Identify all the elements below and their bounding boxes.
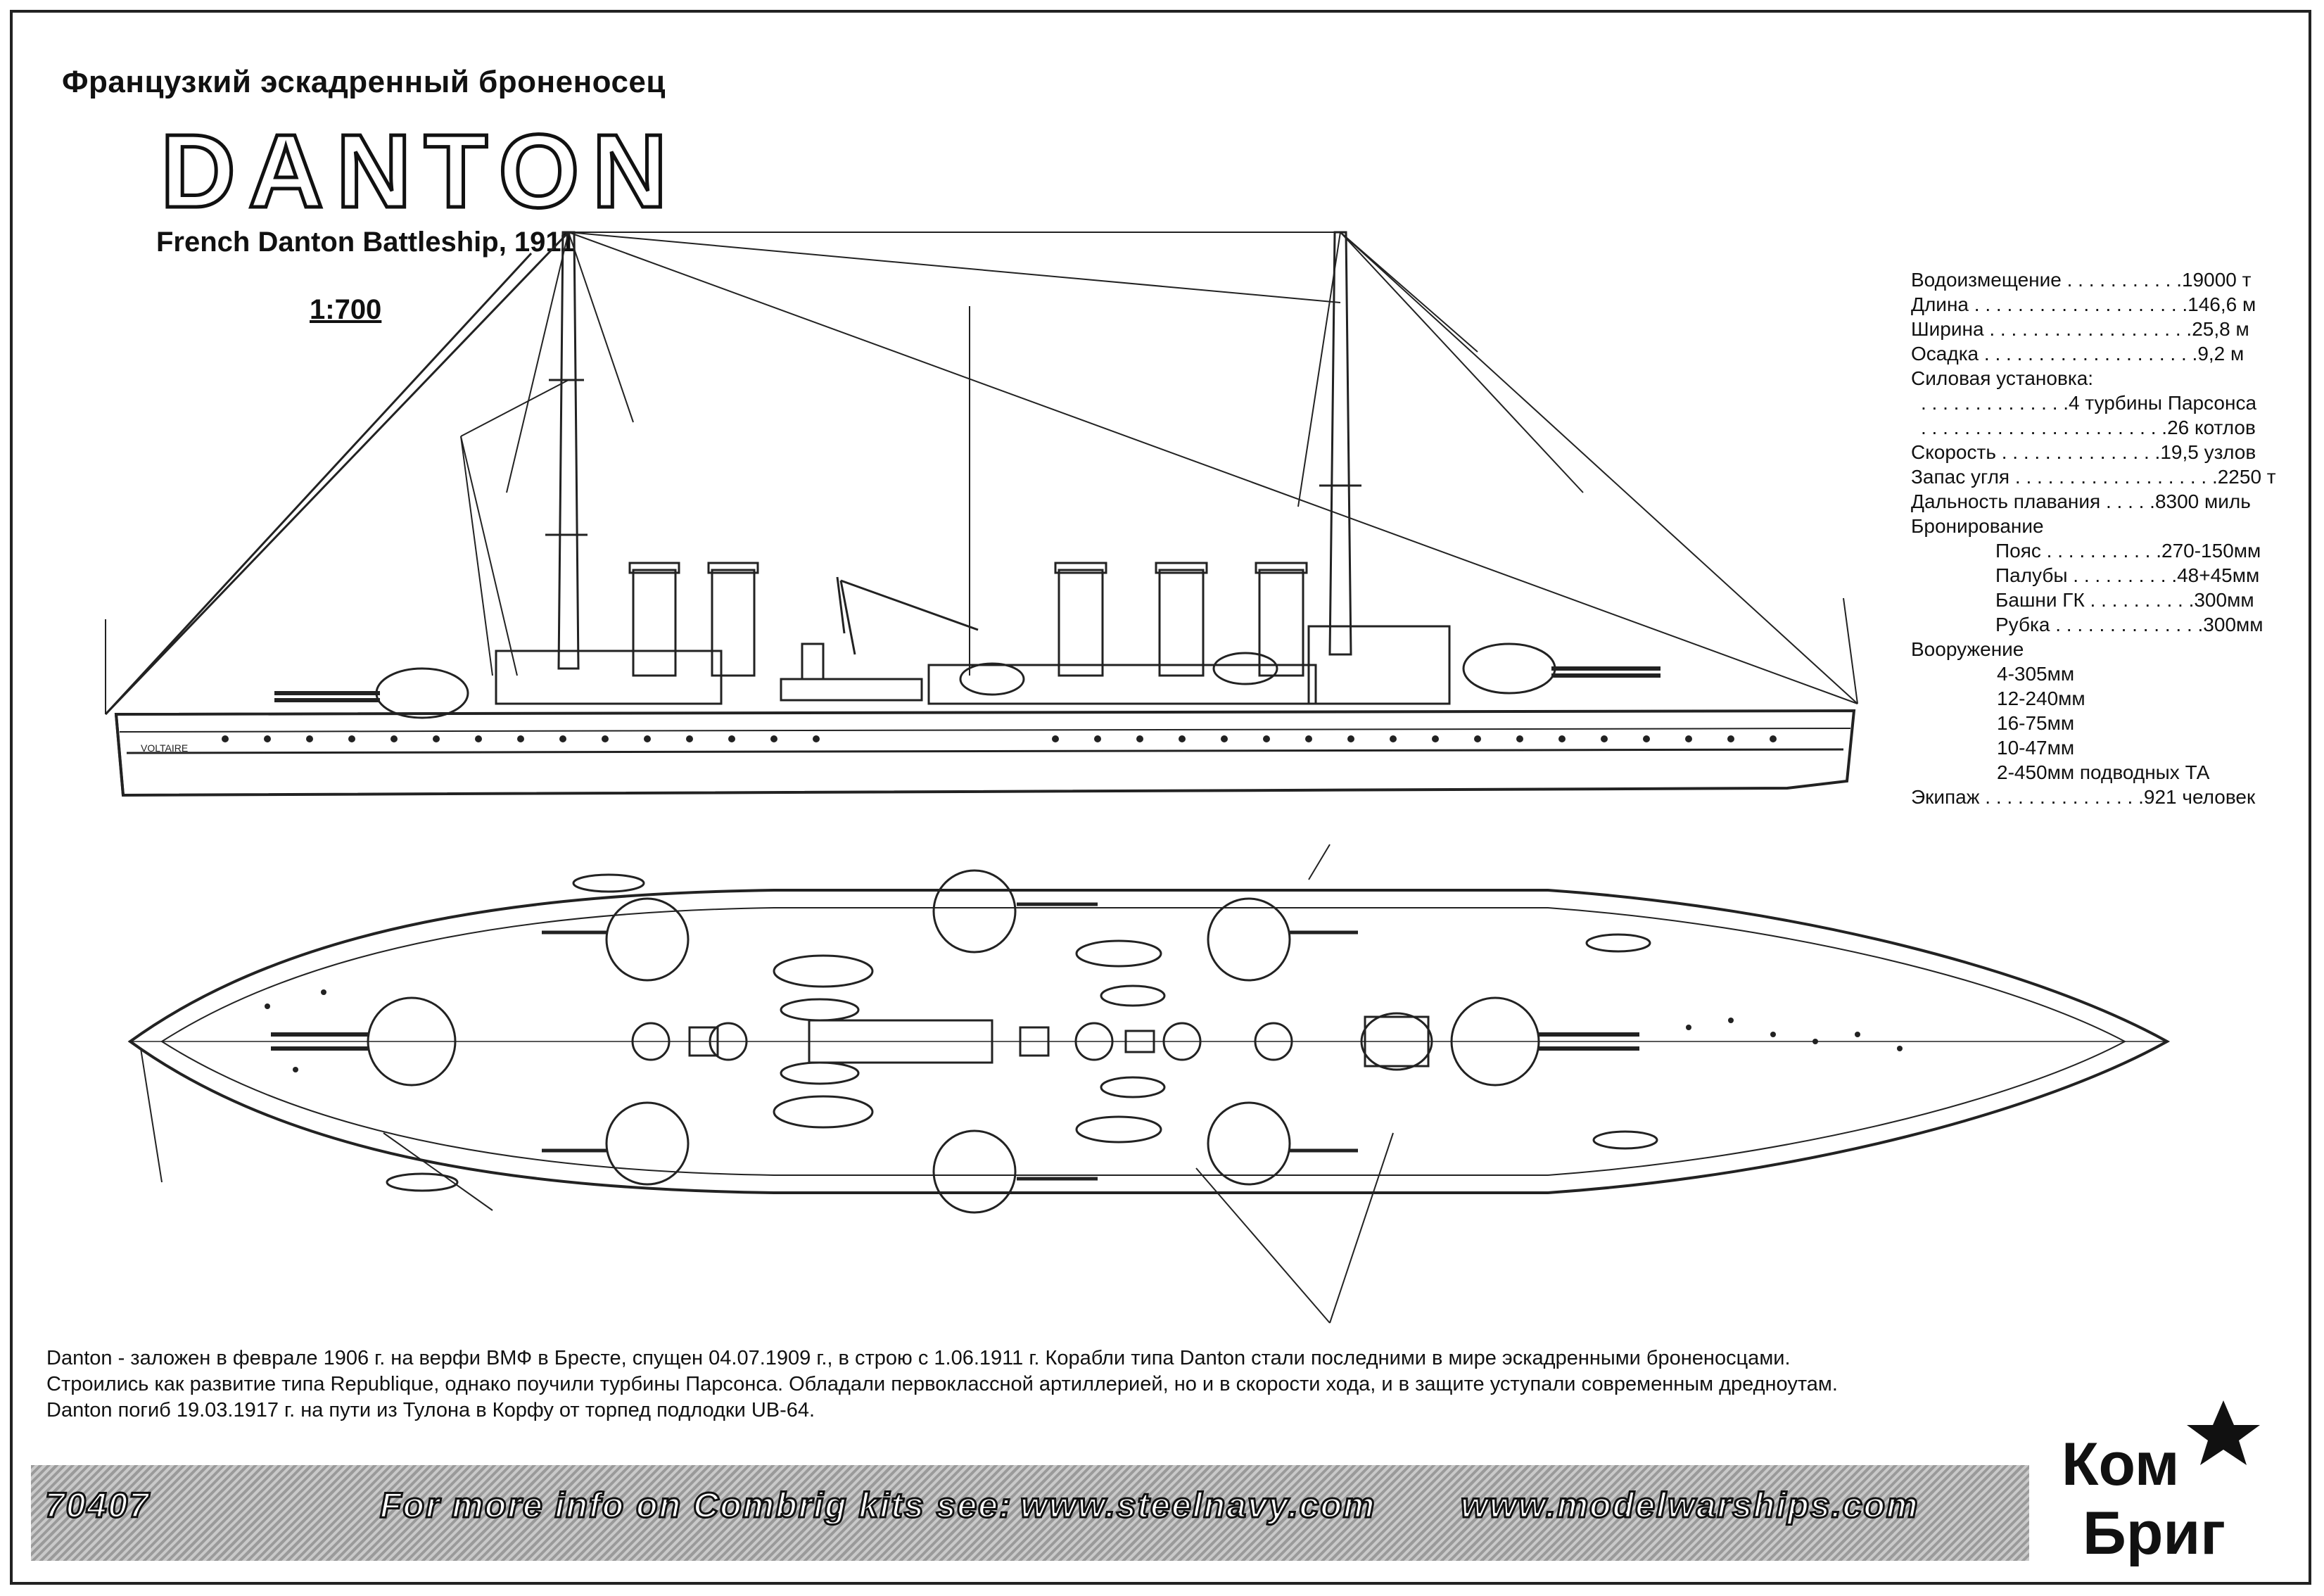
logo-line-1: Ком xyxy=(2062,1431,2180,1498)
spec-row: Пояс . . . . . . . . . . .270-150мм xyxy=(1995,540,2261,562)
spec-row: Бронирование xyxy=(1911,515,2044,537)
spec-row: Экипаж . . . . . . . . . . . . . . .921 … xyxy=(1911,786,2256,808)
spec-row: Рубка . . . . . . . . . . . . . .300мм xyxy=(1995,614,2263,635)
spec-row: Палубы . . . . . . . . . .48+45мм xyxy=(1995,564,2260,586)
description-line: Строились как развитие типа Republique, … xyxy=(46,1373,1838,1395)
spec-row: 10-47мм xyxy=(1997,737,2075,759)
spec-row: Силовая установка: xyxy=(1911,367,2094,389)
steelnavy-link[interactable]: www.steelnavy.com xyxy=(1019,1485,1376,1526)
top-view-drawing xyxy=(127,844,2171,1324)
spec-row: Дальность плавания . . . . .8300 миль xyxy=(1911,490,2251,512)
hull-lettering: VOLTAIRE xyxy=(141,742,188,754)
spec-row: Скорость . . . . . . . . . . . . . . .19… xyxy=(1911,441,2256,463)
footer-band xyxy=(31,1465,2029,1561)
page-frame xyxy=(10,10,2311,1585)
spec-row: Запас угля . . . . . . . . . . . . . . .… xyxy=(1911,466,2276,488)
side-view-drawing: VOLTAIRE xyxy=(104,231,1858,797)
title-russian: Французкий эскадренный броненосец xyxy=(62,65,666,99)
description-text: Danton - заложен в феврале 1906 г. на ве… xyxy=(46,1345,2284,1424)
description-line: Danton - заложен в феврале 1906 г. на ве… xyxy=(46,1347,1791,1369)
spec-row: Ширина . . . . . . . . . . . . . . . . .… xyxy=(1911,318,2249,340)
spec-row: . . . . . . . . . . . . . . . . . . . . … xyxy=(1921,417,2256,438)
kit-number: 70407 xyxy=(44,1485,151,1526)
spec-row: 12-240мм xyxy=(1997,688,2085,709)
logo-line-2: Бриг xyxy=(2083,1500,2225,1567)
modelwarships-link[interactable]: www.modelwarships.com xyxy=(1459,1485,1919,1526)
title-english: French Danton Battleship, 1911 xyxy=(156,227,576,258)
spec-row: 16-75мм xyxy=(1997,712,2075,734)
spec-row: 2-450мм подводных ТА xyxy=(1997,761,2210,783)
specifications-panel: Водоизмещение . . . . . . . . . . .19000… xyxy=(1911,267,2305,809)
spec-row: Осадка . . . . . . . . . . . . . . . . .… xyxy=(1911,343,2244,365)
ship-name: DANTON xyxy=(158,113,680,229)
description-line: Danton погиб 19.03.1917 г. на пути из Ту… xyxy=(46,1399,815,1421)
spec-row: 4-305мм xyxy=(1997,663,2075,685)
spec-row: . . . . . . . . . . . . . .4 турбины Пар… xyxy=(1921,392,2257,414)
spec-row: Вооружение xyxy=(1911,638,2024,660)
more-info-label: For more info on Combrig kits see: xyxy=(379,1485,1012,1526)
combrig-logo: Ком Бриг xyxy=(2033,1393,2287,1569)
spec-row: Башни ГК . . . . . . . . . .300мм xyxy=(1995,589,2254,611)
scale-label: 1:700 xyxy=(310,294,382,325)
star-icon: Ком Бриг xyxy=(2062,1400,2260,1567)
spec-row: Водоизмещение . . . . . . . . . . .19000… xyxy=(1911,269,2252,291)
spec-row: Длина . . . . . . . . . . . . . . . . . … xyxy=(1911,293,2256,315)
